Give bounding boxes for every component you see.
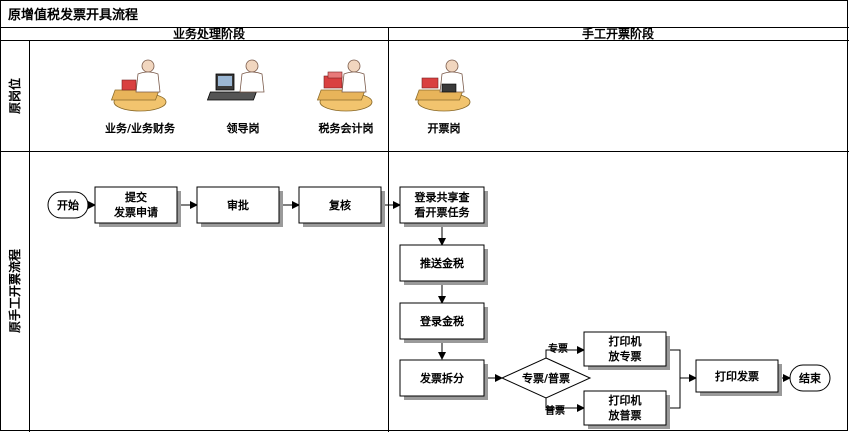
node-approve-label: 审批 [227,198,249,212]
edge-ordinary-print [668,378,681,409]
edge-special-print [668,349,681,378]
tax-accountant-at-desk-icon [317,59,373,112]
diagram-title: 原增值税发票开具流程 [8,7,138,23]
node-printer-special-line1: 打印机 [609,334,642,348]
node-printer-ordinary-line2: 放普票 [608,408,642,422]
node-start-label: 开始 [57,198,79,212]
edge-decision-special [545,346,585,358]
node-login-golden-tax: 登录金税 [399,302,488,343]
node-login-task-line2: 看开票任务 [415,205,471,219]
node-printer-ordinary: 打印机 放普票 [583,390,670,429]
role-label-tax-accountant: 税务会计岗 [319,121,374,135]
node-split-invoice: 发票拆分 [399,359,488,400]
node-printer-special: 打印机 放专票 [583,331,670,370]
branch-label-ordinary: 普票 [545,404,565,417]
node-start: 开始 [47,191,89,219]
phase-header-manual: 手工开票阶段 [582,26,655,41]
node-submit-line2: 发票申请 [113,205,158,219]
node-submit-request: 提交 发票申请 [94,186,181,227]
node-decision-label: 专票/普票 [522,371,570,385]
node-review: 复核 [298,186,385,227]
branch-label-special: 专票 [548,342,568,355]
manager-at-computer-icon [206,59,265,101]
node-end: 结束 [789,364,831,392]
role-label-business: 业务/业务财务 [105,121,176,135]
node-decision-invoice-type: 专票/普票 [500,357,592,399]
node-review-label: 复核 [328,198,351,212]
node-login-view-task: 登录共享查 看开票任务 [399,186,488,227]
node-approve: 审批 [196,186,283,227]
office-worker-at-desk-icon [111,59,167,112]
node-push-golden-tax: 推送金税 [399,244,488,285]
lane-label-process: 原手工开票流程 [7,249,22,333]
role-label-invoicing: 开票岗 [428,121,461,135]
invoicing-clerk-at-desk-icon [415,59,471,112]
node-printer-ordinary-line1: 打印机 [609,393,642,407]
phase-header-business: 业务处理阶段 [173,26,246,41]
role-label-leader: 领导岗 [226,121,260,135]
node-print-invoice: 打印发票 [695,359,782,396]
node-login-tax-label: 登录金税 [419,314,464,328]
node-printer-special-line2: 放专票 [608,349,642,363]
node-submit-line1: 提交 [125,190,147,204]
lane-label-positions: 原岗位 [7,78,22,114]
node-end-label: 结束 [798,371,822,385]
node-login-task-line1: 登录共享查 [414,190,470,204]
edge-decision-ordinary [545,398,585,412]
node-print-label: 打印发票 [715,369,759,383]
node-split-label: 发票拆分 [419,371,464,385]
node-push-tax-label: 推送金税 [420,256,464,270]
